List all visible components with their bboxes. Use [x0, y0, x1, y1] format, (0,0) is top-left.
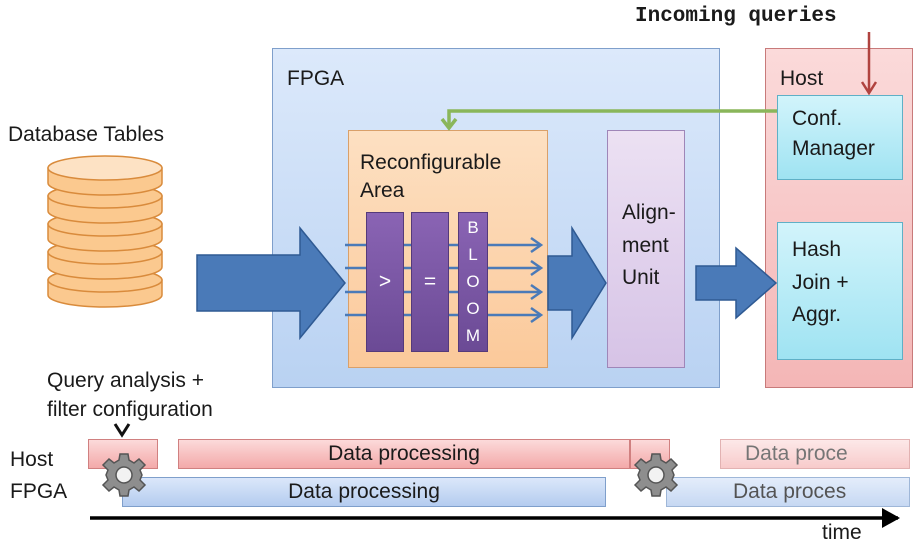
host-label: Host: [780, 67, 824, 90]
conf-manager-box: [777, 95, 903, 180]
config-arrow: [447, 109, 777, 126]
query-analysis-label: Query analysis +filter configuration: [47, 369, 213, 422]
timeline-fpga-label: FPGA: [10, 480, 68, 503]
gear-icon: [633, 453, 679, 497]
fpga-label: FPGA: [287, 67, 345, 90]
conf-manager-label: Conf.Manager: [792, 107, 875, 161]
host-processing-bar: Data processing: [178, 439, 630, 469]
incoming-queries-label: Incoming queries: [635, 5, 837, 28]
hash-join-box: [777, 222, 903, 360]
database-icon: [47, 155, 163, 308]
time-axis-label: time: [822, 521, 862, 544]
gear-icon: [101, 453, 147, 497]
fpga-processing-bar-2: Data proces: [666, 477, 910, 507]
filter-greater-than: >: [366, 212, 404, 352]
input-flow-arrow: [196, 225, 346, 341]
database-tables-label: Database Tables: [8, 123, 165, 146]
query-pointer: [113, 423, 131, 438]
fpga-processing-bar: Data processing: [122, 477, 606, 507]
timeline-host-label: Host: [10, 448, 54, 471]
to-alignment-arrow: [547, 225, 607, 341]
alignment-unit-box: [607, 130, 685, 368]
host-processing-bar-2: Data proce: [720, 439, 910, 469]
filter-equals: =: [411, 212, 449, 352]
to-host-arrow: [695, 246, 778, 320]
